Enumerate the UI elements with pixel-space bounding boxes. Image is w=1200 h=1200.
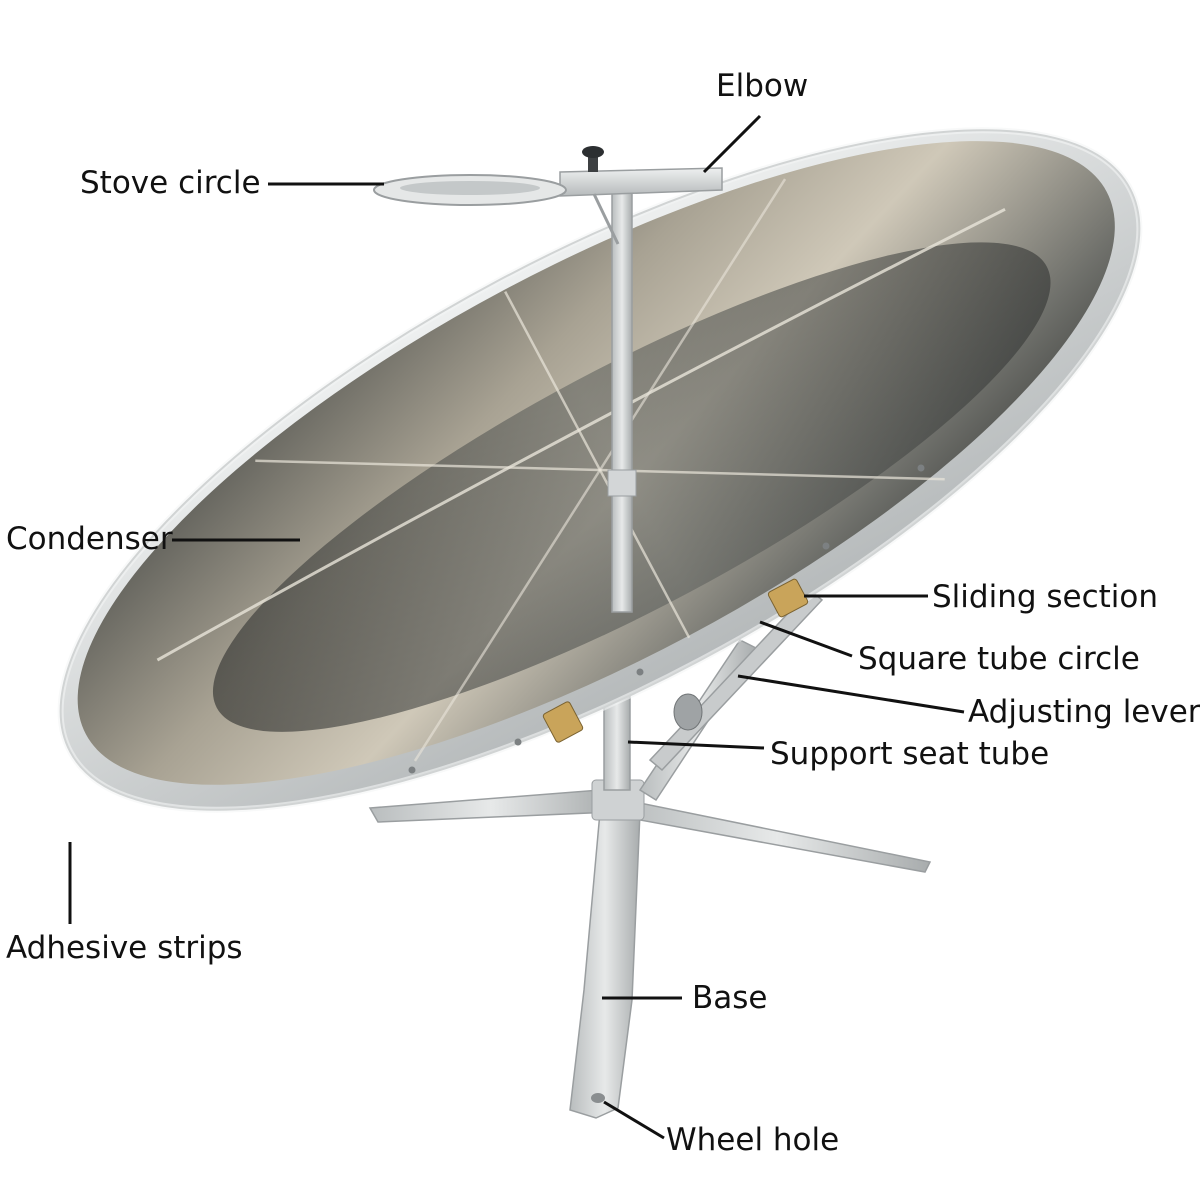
label-sliding-section: Sliding section xyxy=(932,579,1158,615)
leader-lines xyxy=(68,114,965,1140)
leader-elbow xyxy=(702,114,762,174)
frame-bolts xyxy=(408,464,925,774)
wheel-hole-mark xyxy=(591,1093,605,1103)
adjusting-knob xyxy=(588,150,598,172)
label-base: Base xyxy=(692,980,768,1016)
label-condenser: Condenser xyxy=(6,521,173,557)
label-support-seat-tube: Support seat tube xyxy=(770,736,1049,772)
callout-labels: Elbow Stove circle Condenser Sliding sec… xyxy=(6,68,1200,1158)
leader-support-seat-tube xyxy=(627,740,765,750)
base-leg-right xyxy=(623,798,932,873)
label-wheel-hole: Wheel hole xyxy=(666,1122,839,1158)
post-collar xyxy=(607,469,637,497)
base-leg-left xyxy=(368,789,614,823)
stove-assembly xyxy=(373,146,723,613)
leader-wheel-hole xyxy=(603,1100,665,1140)
panel-seam xyxy=(413,178,787,762)
sliding-section xyxy=(542,578,809,743)
label-adjusting-lever: Adjusting lever xyxy=(968,694,1200,730)
label-square-tube-circle: Square tube circle xyxy=(858,641,1140,677)
adhesive-strip-rim xyxy=(0,0,1200,942)
pivot-tube-end xyxy=(673,693,703,731)
base-leg-front xyxy=(569,811,641,1119)
label-adhesive-strips: Adhesive strips xyxy=(6,930,243,966)
label-stove-circle: Stove circle xyxy=(80,165,261,201)
leader-adjusting-lever xyxy=(737,674,965,714)
label-elbow: Elbow xyxy=(716,68,808,104)
leader-square-tube-circle xyxy=(759,620,853,658)
panel-seam xyxy=(504,291,691,639)
center-post xyxy=(611,181,633,613)
